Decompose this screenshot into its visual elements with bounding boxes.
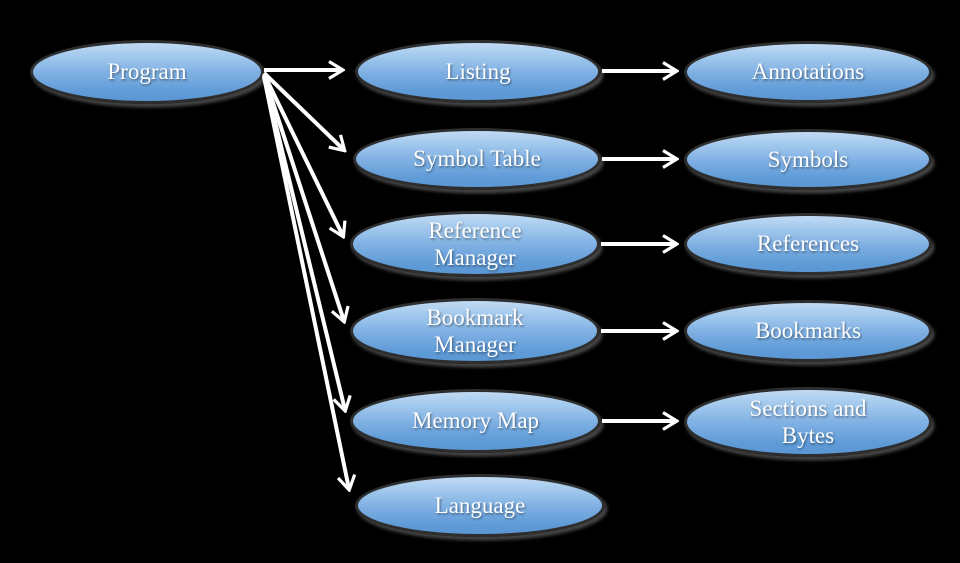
node-language: Language (355, 474, 605, 537)
node-reference-manager: Reference Manager (350, 211, 600, 277)
node-symbol-table-label: Symbol Table (413, 146, 541, 172)
node-bookmarks: Bookmarks (684, 300, 932, 362)
node-symbols-label: Symbols (767, 146, 849, 172)
node-program: Program (30, 40, 264, 104)
arrow-program-memory-map (262, 75, 345, 410)
node-listing-label: Listing (445, 58, 511, 84)
node-sections-and-bytes: Sections and Bytes (684, 387, 932, 457)
arrow-program-language (262, 76, 349, 489)
node-listing: Listing (355, 40, 601, 103)
node-memory-map: Memory Map (350, 389, 601, 453)
node-language-label: Language (434, 492, 526, 518)
arrow-program-symbol-table (262, 71, 344, 150)
node-annotations: Annotations (684, 41, 932, 103)
node-program-label: Program (107, 59, 187, 85)
node-references: References (684, 213, 932, 275)
node-memory-map-label: Memory Map (411, 408, 540, 434)
node-bookmark-manager: Bookmark Manager (350, 298, 600, 364)
node-references-label: References (756, 231, 860, 257)
node-annotations-label: Annotations (751, 59, 865, 85)
node-symbols: Symbols (684, 129, 932, 190)
node-sections-and-bytes-label: Sections and Bytes (749, 395, 867, 448)
arrow-program-bookmark-manager (262, 74, 344, 321)
node-bookmarks-label: Bookmarks (754, 318, 862, 344)
node-bookmark-manager-label: Bookmark Manager (426, 304, 524, 357)
node-symbol-table: Symbol Table (353, 128, 601, 190)
node-reference-manager-label: Reference Manager (428, 217, 522, 270)
arrow-program-reference-manager (262, 73, 343, 236)
